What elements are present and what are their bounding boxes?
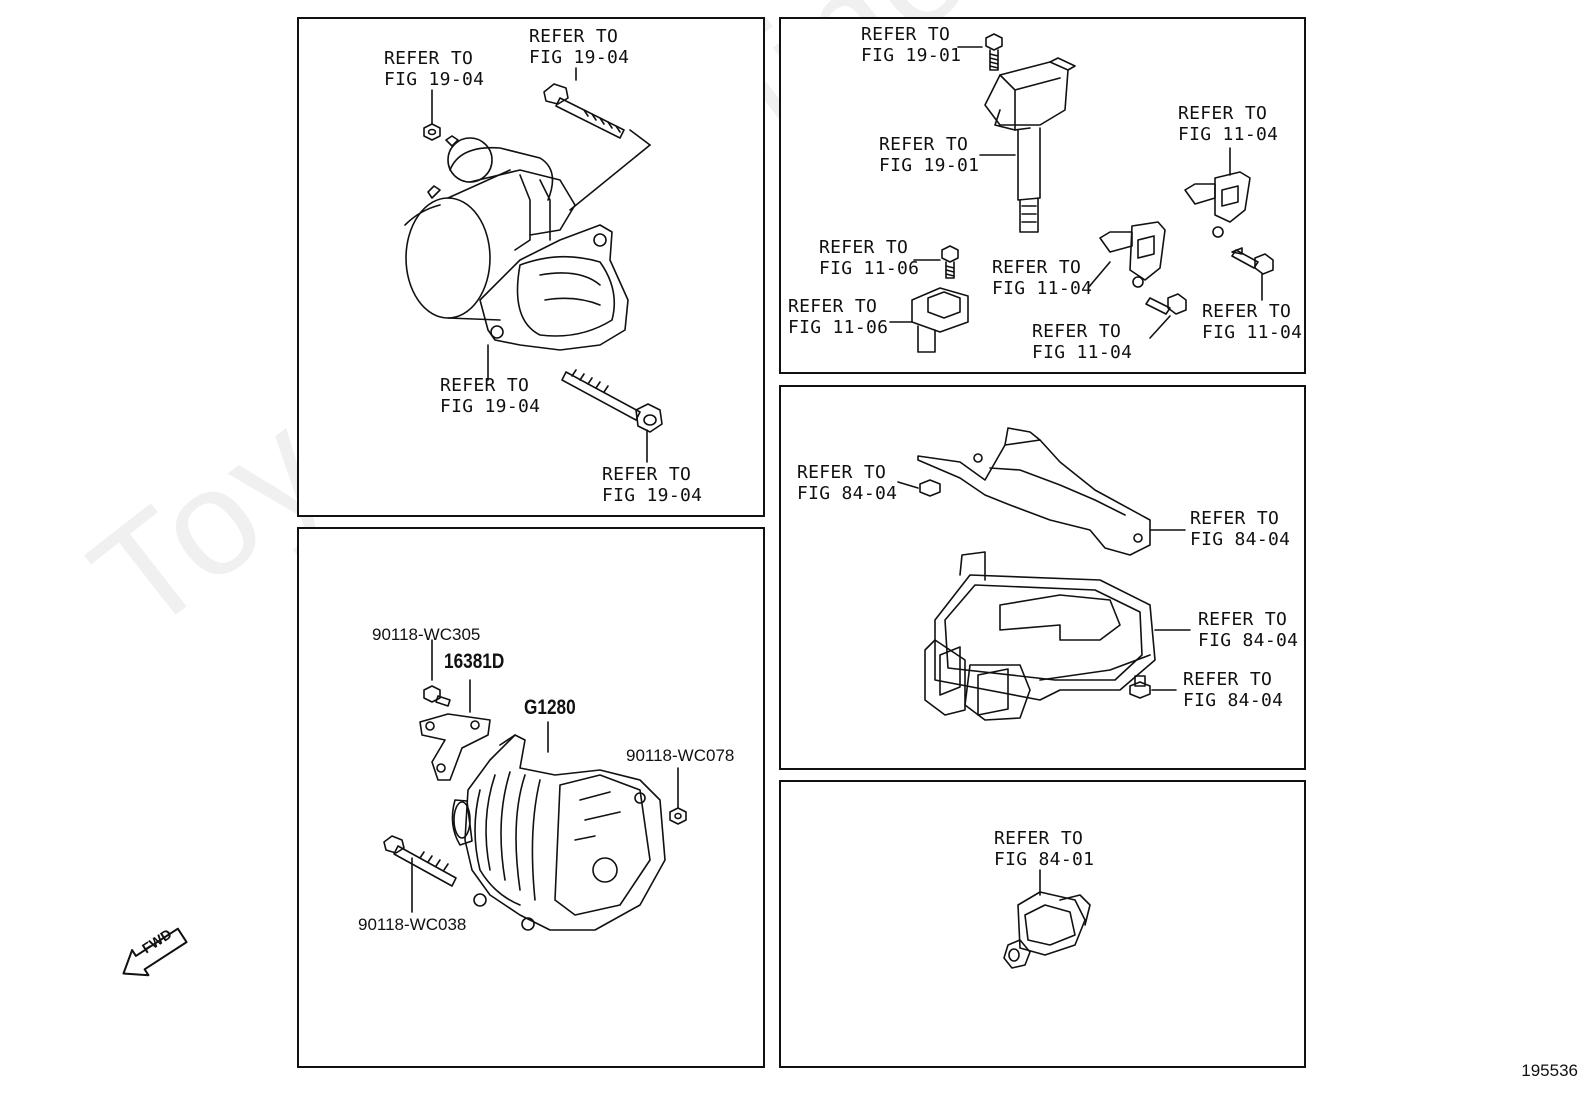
- refer-label-ecu-bracket: REFER TO FIG 84-04: [1190, 508, 1291, 550]
- part-number-bracket: 16381D: [444, 650, 505, 673]
- part-number-bolt-top: 90118-WC305: [372, 625, 481, 644]
- refer-label-cam-bolt-center: REFER TO FIG 11-04: [1032, 321, 1133, 363]
- panel-alternator: [297, 527, 765, 1068]
- refer-label-crank-bolt: REFER TO FIG 11-06: [819, 237, 920, 279]
- fwd-arrow: [122, 927, 188, 977]
- refer-label-cam-bolt-right: REFER TO FIG 11-04: [1202, 301, 1303, 343]
- refer-label-ecu-bolt: REFER TO FIG 84-04: [1183, 669, 1284, 711]
- refer-label-cam-sensor-center: REFER TO FIG 11-04: [992, 257, 1093, 299]
- figure-number: 195536: [1521, 1061, 1578, 1080]
- panel-pressure-switch: [779, 780, 1306, 1068]
- refer-label-crank-sensor: REFER TO FIG 11-06: [788, 296, 889, 338]
- refer-label-starter-nut: REFER TO FIG 19-04: [384, 48, 485, 90]
- refer-label-starter-lower-bolt: REFER TO FIG 19-04: [602, 464, 703, 506]
- panel-sensors: [779, 17, 1306, 374]
- alternator-drawing: [383, 639, 687, 931]
- refer-label-starter-body: REFER TO FIG 19-04: [440, 375, 541, 417]
- refer-label-starter-top-bolt: REFER TO FIG 19-04: [529, 26, 630, 68]
- refer-label-pressure-switch: REFER TO FIG 84-01: [994, 828, 1095, 870]
- refer-label-ignition-coil: REFER TO FIG 19-01: [879, 134, 980, 176]
- part-number-bolt-long: 90118-WC038: [358, 915, 467, 934]
- part-number-nut: 90118-WC078: [626, 746, 735, 765]
- pressure-switch-drawing: [1003, 869, 1091, 969]
- refer-label-ecu-nut: REFER TO FIG 84-04: [797, 462, 898, 504]
- part-number-alternator: G1280: [524, 696, 576, 719]
- panel-starter: [297, 17, 765, 517]
- refer-label-cam-sensor-right: REFER TO FIG 11-04: [1178, 103, 1279, 145]
- refer-label-coil-bolt: REFER TO FIG 19-01: [861, 24, 962, 66]
- sensors-drawing: [889, 33, 1274, 353]
- refer-label-ecu: REFER TO FIG 84-04: [1198, 609, 1299, 651]
- ecu-drawing: [897, 427, 1191, 721]
- starter-motor-drawing: [404, 67, 663, 463]
